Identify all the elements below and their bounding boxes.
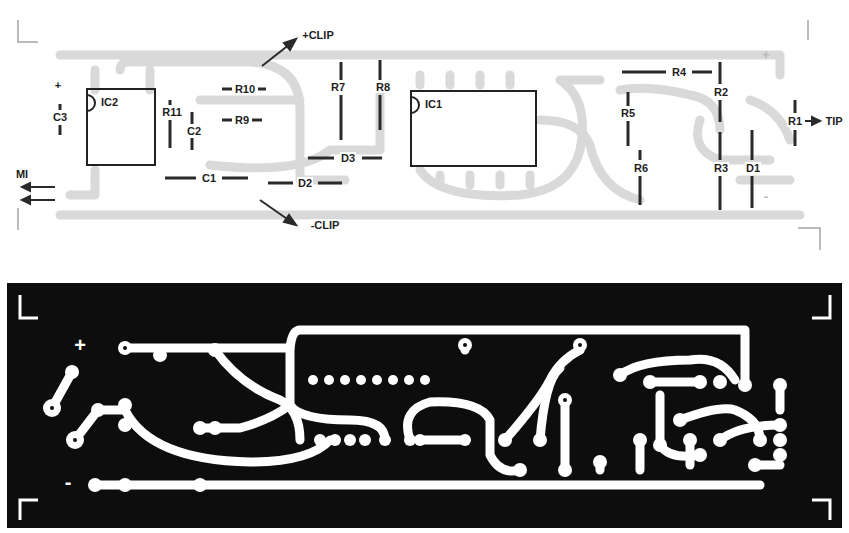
part-label: R4 xyxy=(671,66,687,78)
ic-outline: IC1 xyxy=(410,90,537,167)
part-label: R7 xyxy=(330,81,346,93)
part-label: C1 xyxy=(201,172,217,184)
part-label: TIP xyxy=(824,115,843,127)
part-label: R6 xyxy=(633,162,649,174)
part-label: D2 xyxy=(297,177,313,189)
ic-notch xyxy=(410,96,422,116)
part-label: R10 xyxy=(234,83,256,95)
part-label: C3 xyxy=(52,111,68,123)
ic-outline: IC2 xyxy=(86,88,156,166)
ic-label: IC1 xyxy=(424,98,443,110)
polarity-mark: - xyxy=(64,472,73,492)
part-label: R5 xyxy=(620,107,636,119)
part-label: - xyxy=(763,191,769,203)
part-label: R11 xyxy=(161,106,183,118)
part-label: MI xyxy=(15,168,29,180)
part-label: D1 xyxy=(745,162,761,174)
part-label: R3 xyxy=(713,162,729,174)
part-label: C2 xyxy=(186,125,202,137)
part-label: + xyxy=(761,49,771,61)
part-label: D3 xyxy=(340,152,356,164)
part-label: R2 xyxy=(713,86,729,98)
part-label: R1 xyxy=(787,115,803,127)
polarity-mark: + xyxy=(73,335,87,355)
part-label: -CLIP xyxy=(310,219,341,231)
part-label: +CLIP xyxy=(301,29,334,41)
part-label: R8 xyxy=(375,81,391,93)
part-label: + xyxy=(54,79,62,91)
ic-notch xyxy=(86,94,98,114)
ic-label: IC2 xyxy=(100,96,119,108)
part-label: R9 xyxy=(234,114,250,126)
